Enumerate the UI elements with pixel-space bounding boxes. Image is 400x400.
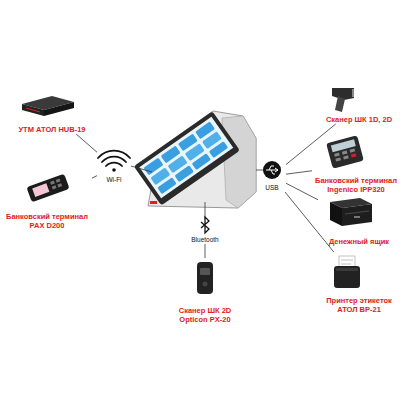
label-printer-part bbox=[341, 260, 353, 261]
device-node: УТМ АТОЛ HUB-19 bbox=[2, 92, 102, 134]
hub-wire-part bbox=[205, 202, 206, 218]
pax-terminal-part bbox=[50, 181, 55, 185]
pax-terminal-part bbox=[26, 174, 69, 203]
wifi-symbol-part bbox=[106, 163, 122, 166]
usb-node: USB bbox=[258, 160, 286, 192]
barcode-scanner bbox=[332, 88, 354, 112]
label-printer-part bbox=[334, 266, 360, 288]
node-label: Банковский терминал Ingenico IPP320 bbox=[312, 176, 400, 194]
opticon-scanner bbox=[197, 262, 213, 294]
opticon-scanner-part bbox=[203, 282, 208, 287]
wifi-symbol-part bbox=[98, 151, 130, 158]
pos-terminal bbox=[134, 111, 256, 208]
node-label: Денежный ящик bbox=[318, 237, 400, 246]
ingenico-terminal-part bbox=[351, 153, 357, 157]
connector-line bbox=[92, 176, 97, 179]
hub-wire bbox=[131, 166, 263, 218]
wifi-symbol bbox=[98, 151, 130, 172]
bluetooth-node: Bluetooth bbox=[180, 216, 230, 244]
pax-terminal-part bbox=[52, 185, 57, 189]
connector-line bbox=[286, 124, 336, 165]
node-label: Банковский терминал PAX D200 bbox=[2, 212, 92, 230]
label-printer-part bbox=[336, 268, 358, 271]
node-label: Принтер этикеток АТОЛ BP-21 bbox=[318, 296, 400, 314]
label-printer bbox=[334, 256, 360, 288]
pax-terminal bbox=[26, 174, 69, 203]
pos-terminal-part bbox=[134, 111, 240, 205]
ingenico-terminal-part bbox=[331, 139, 356, 152]
cash-drawer-part bbox=[342, 204, 372, 226]
pos-terminal-part-part bbox=[139, 117, 233, 199]
pos-terminal-part-part bbox=[174, 165, 193, 182]
usb-symbol bbox=[263, 161, 281, 179]
node-label: Bluetooth bbox=[180, 236, 230, 244]
ingenico-terminal bbox=[326, 135, 364, 168]
hub-wire-part bbox=[256, 170, 263, 171]
ingenico-terminal-part bbox=[334, 153, 340, 157]
device-node: Сканер ШК 1D, 2D bbox=[318, 86, 400, 124]
ingenico-terminal-part bbox=[342, 151, 348, 155]
device-node: Сканер ШК 2D Opticon PX-20 bbox=[165, 258, 245, 324]
opticon-scanner-part bbox=[197, 262, 213, 294]
pax-terminal-part bbox=[57, 183, 62, 187]
usb-symbol-part bbox=[263, 161, 281, 179]
wifi-symbol-part bbox=[112, 168, 116, 172]
hub-wire-part bbox=[131, 166, 152, 172]
connector-line bbox=[205, 244, 206, 258]
cash-drawer-part bbox=[330, 202, 342, 226]
node-label: Wi-Fi bbox=[97, 176, 131, 184]
pos-terminal-part bbox=[150, 201, 157, 204]
device-node: Принтер этикеток АТОЛ BP-21 bbox=[318, 252, 400, 314]
opticon-scanner-part bbox=[200, 268, 210, 275]
pos-terminal-part-part bbox=[157, 177, 176, 194]
ingenico-terminal-part bbox=[335, 157, 341, 161]
pos-terminal-part-part bbox=[209, 141, 228, 158]
connector-group bbox=[76, 124, 336, 258]
utm-device-part bbox=[22, 104, 44, 116]
cash-drawer-part bbox=[354, 216, 360, 218]
wifi-symbol-part bbox=[102, 157, 126, 162]
pax-terminal-part bbox=[32, 183, 49, 197]
label-printer-part bbox=[341, 264, 351, 265]
pos-terminal-part-part bbox=[134, 111, 240, 205]
utm-device bbox=[22, 96, 74, 116]
pax-terminal-part bbox=[56, 179, 61, 183]
ingenico-terminal-part bbox=[326, 135, 364, 168]
usb-symbol-part bbox=[266, 166, 278, 174]
barcode-scanner-part bbox=[352, 89, 354, 97]
node-label: Сканер ШК 2D Opticon PX-20 bbox=[165, 306, 245, 324]
connector-line bbox=[286, 171, 312, 174]
bluetooth-symbol bbox=[201, 217, 209, 233]
ingenico-terminal-part bbox=[343, 155, 349, 159]
connector-line bbox=[285, 192, 334, 252]
node-label: Сканер ШК 1D, 2D bbox=[318, 115, 400, 124]
utm-device-part bbox=[44, 102, 74, 116]
cash-drawer-part bbox=[345, 211, 369, 214]
cash-drawer bbox=[330, 198, 372, 226]
utm-device-part bbox=[26, 108, 40, 112]
device-node: Банковский терминал Ingenico IPP320 bbox=[312, 136, 400, 194]
wifi-node: Wi-Fi bbox=[97, 150, 131, 184]
barcode-scanner-part bbox=[335, 96, 345, 112]
device-node: Денежный ящик bbox=[318, 196, 400, 246]
bluetooth-symbol-part bbox=[201, 217, 209, 233]
node-label: УТМ АТОЛ HUB-19 bbox=[2, 125, 102, 134]
pos-terminal-part bbox=[222, 116, 256, 208]
connector-line bbox=[286, 183, 318, 200]
pos-terminal-part-part bbox=[192, 153, 211, 170]
node-label: USB bbox=[258, 184, 286, 192]
device-node: Банковский терминал PAX D200 bbox=[2, 172, 92, 230]
connector-line bbox=[76, 134, 97, 152]
ingenico-terminal-part bbox=[350, 148, 356, 152]
